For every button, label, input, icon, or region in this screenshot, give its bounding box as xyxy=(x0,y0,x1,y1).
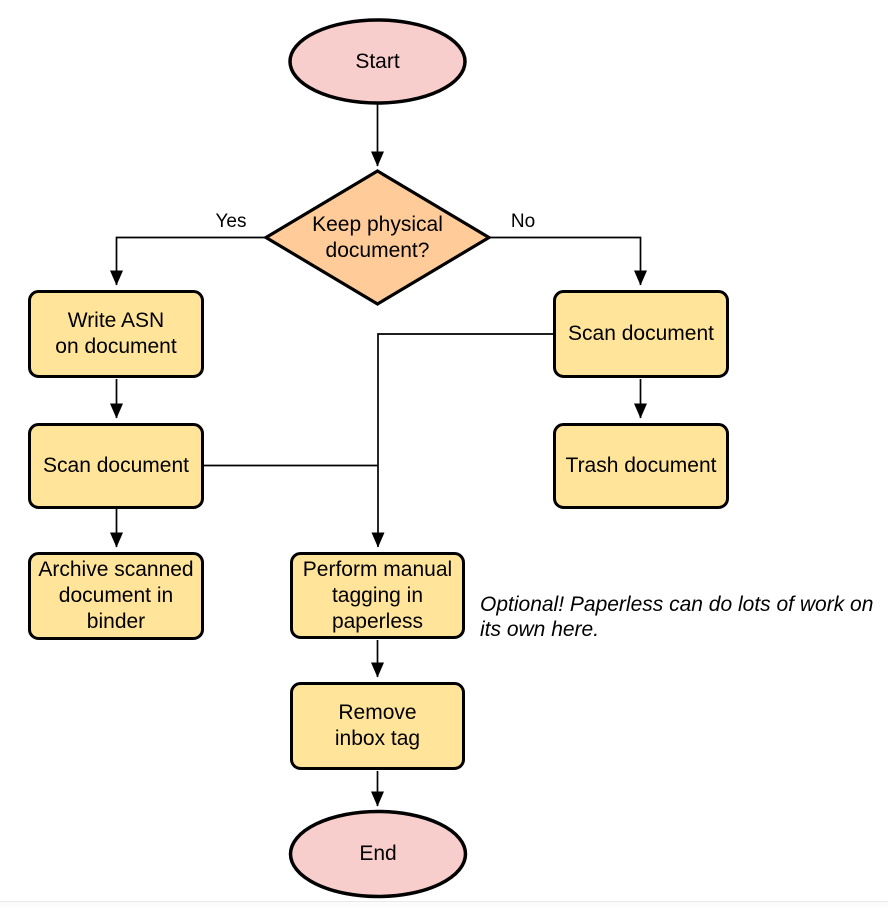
write-asn-node-shape xyxy=(28,290,204,378)
end-node-shape xyxy=(288,809,468,899)
page-bottom-edge xyxy=(0,901,888,907)
edge-label-yes: Yes xyxy=(202,209,260,234)
scan-left-node-shape xyxy=(28,423,204,509)
edge-decision-to-write-asn xyxy=(110,236,265,286)
start-node-shape xyxy=(288,18,467,105)
trash-node-shape xyxy=(553,423,729,509)
edge-scan-right-to-tagging xyxy=(371,333,553,548)
optional-annotation-text: Optional! Paperless can do lots of work … xyxy=(480,593,874,641)
edge-label-no: No xyxy=(498,209,548,234)
decision-node-shape xyxy=(262,169,493,306)
remove-inbox-node-shape xyxy=(290,682,465,770)
edge-group xyxy=(110,103,647,807)
edge-decision-to-scan-right xyxy=(490,236,647,286)
archive-node-shape xyxy=(28,552,204,640)
tagging-node-shape xyxy=(290,552,465,639)
scan-right-node-shape xyxy=(553,290,729,378)
